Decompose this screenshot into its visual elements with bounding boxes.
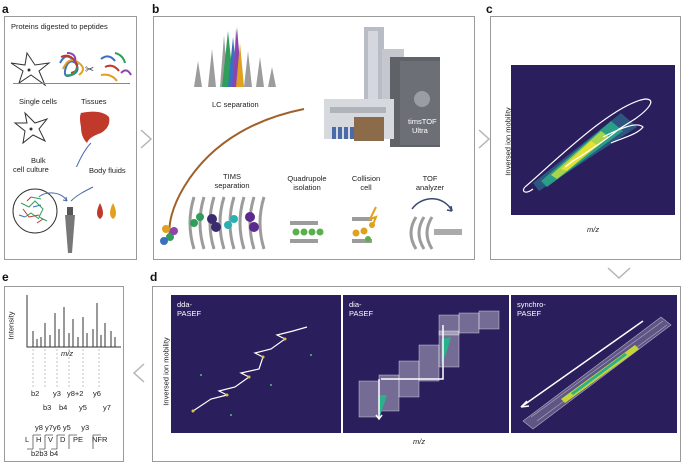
culture-fluids-graphic [12, 186, 116, 253]
bulk-label-1: Bulk [31, 156, 46, 165]
dia-label-1: dia- [349, 300, 362, 309]
panel-c: Inversed ion mobility m/z [490, 16, 681, 260]
top-ion-ladder: y8 y7y6 y5 y3 [35, 423, 90, 432]
lc-chromatogram [186, 27, 282, 87]
bottom-ion-ladder: b2b3 b4 [31, 449, 59, 458]
panel-e-xlabel: m/z [61, 349, 74, 358]
tims-label-1: TIMS [223, 172, 241, 181]
dda-label-2: PASEF [177, 309, 202, 318]
seq-H: H [36, 435, 42, 444]
lc-tube [168, 108, 305, 236]
svg-text:✂: ✂ [85, 64, 94, 76]
body-fluids-label: Body fluids [89, 166, 126, 175]
arrow-a-to-b [140, 129, 153, 149]
protein-digestion-graphic: ✂ [10, 51, 132, 87]
fragment-y7: y7 [103, 403, 111, 412]
instrument-name-2: Ultra [412, 126, 428, 135]
cells-tissue-graphic [13, 111, 110, 167]
dda-pasef-map: dda- PASEF [171, 295, 341, 433]
fragment-b3: b3 [43, 403, 52, 412]
ms2-spectrum [26, 295, 121, 348]
quad-label-2: isolation [293, 183, 321, 192]
panel-c-xlabel: m/z [587, 225, 600, 234]
arrow-c-to-d [607, 267, 631, 280]
panel-label-e: e [2, 270, 9, 284]
single-cells-label: Single cells [19, 97, 57, 106]
seq-L: L [25, 435, 30, 444]
divider [13, 83, 130, 84]
fragment-y5: y5 [79, 403, 87, 412]
synchro-label-2: PASEF [517, 309, 542, 318]
lc-separation-label: LC separation [212, 100, 259, 109]
sequence-brackets [27, 434, 101, 450]
fragment-b2: b2 [31, 389, 40, 398]
panel-d: Inversed ion mobility m/z dda- PASEF dia… [152, 286, 681, 462]
panel-c-ylabel: Inversed ion mobility [503, 107, 513, 176]
fragment-y3: y3 [53, 389, 61, 398]
timstof-instrument [324, 27, 440, 147]
panel-e-ylabel: Intensity [6, 311, 16, 340]
tof-label-2: analyzer [415, 183, 445, 192]
mobility-heatmap [511, 65, 675, 215]
instrument-name-1: timsTOF [408, 117, 437, 126]
seq-V: V [48, 435, 54, 444]
panel-label-a: a [2, 2, 9, 16]
synchro-pasef-map: synchro- PASEF [511, 295, 677, 433]
fragment-leader-lines [32, 349, 100, 387]
dia-pasef-map: dia- PASEF [343, 295, 509, 433]
collision-label-1: Collision [351, 174, 381, 183]
seq-PE: PE [73, 435, 84, 444]
synchro-label-1: synchro- [517, 300, 546, 309]
quad-label-1: Quadrupole [287, 174, 327, 183]
ion-path-graphic [160, 196, 462, 250]
panel-label-c: c [486, 2, 493, 16]
fragment-y6: y6 [93, 389, 101, 398]
panel-a-title: Proteins digested to peptides [11, 22, 108, 31]
panel-label-b: b [152, 2, 160, 16]
collision-label-2: cell [360, 183, 372, 192]
bulk-label-2: cell culture [13, 165, 49, 174]
arrow-b-to-c [478, 129, 491, 149]
fragment-b4: b4 [59, 403, 68, 412]
arrow-d-to-e [132, 363, 145, 383]
tims-label-2: separation [214, 181, 250, 190]
panel-d-ylabel: Inversed ion mobility [161, 337, 171, 406]
panel-b: LC separation timsTOF Ultra TIMS separat… [153, 16, 475, 260]
panel-e: Intensity m/z b2 y3 y8+2 y6 b3 b4 y5 y7 … [4, 286, 124, 462]
seq-D: D [60, 435, 66, 444]
tissues-label: Tissues [81, 97, 107, 106]
dia-label-2: PASEF [349, 309, 374, 318]
panel-a: Proteins digested to peptides ✂ Single c… [4, 16, 137, 260]
tof-label-1: TOF [422, 174, 438, 183]
panel-d-xlabel: m/z [413, 437, 426, 446]
fragment-y8-2: y8+2 [67, 389, 84, 398]
panel-label-d: d [150, 270, 158, 284]
seq-NFR: NFR [92, 435, 108, 444]
dda-label-1: dda- [177, 300, 193, 309]
